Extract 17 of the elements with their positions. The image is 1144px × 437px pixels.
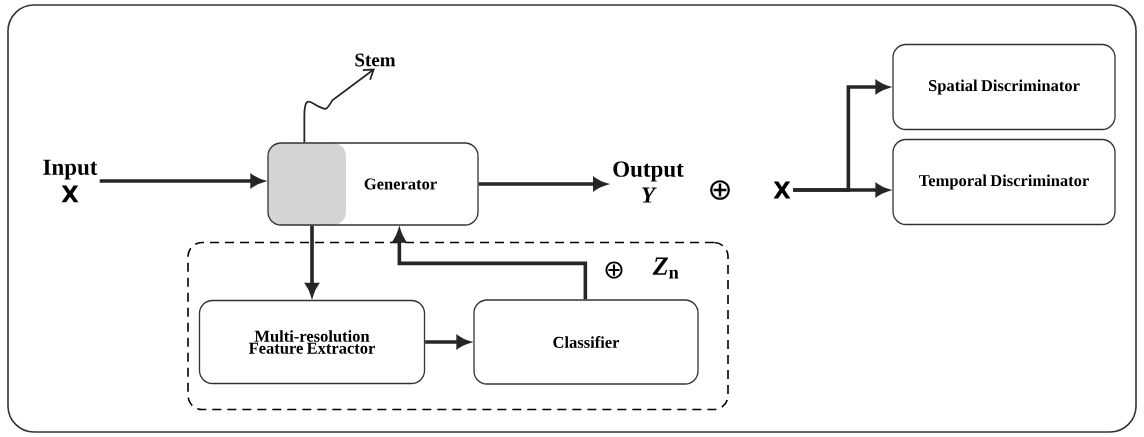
arrow xyxy=(303,68,375,144)
arrow xyxy=(99,174,264,188)
arrow xyxy=(425,335,470,349)
arrow xyxy=(793,183,889,197)
plus-symbol: ⊕ xyxy=(710,180,730,200)
stem-label: Stem xyxy=(355,53,396,67)
plus-symbol: ⊕ xyxy=(605,261,623,279)
variable-label: X xyxy=(773,181,791,199)
discriminator-box: Temporal Discriminator xyxy=(892,138,1116,226)
discriminator-box: Spatial Discriminator xyxy=(892,43,1116,131)
output-label: Output Y xyxy=(613,161,684,203)
input-label: Input X xyxy=(43,159,98,203)
arrow xyxy=(478,177,607,191)
process-box: Classifier xyxy=(473,299,699,385)
dashed-group-box xyxy=(187,241,729,411)
process-box: Multi-resolution Feature Extractor xyxy=(198,299,426,385)
generator-box: Generator xyxy=(267,142,479,226)
